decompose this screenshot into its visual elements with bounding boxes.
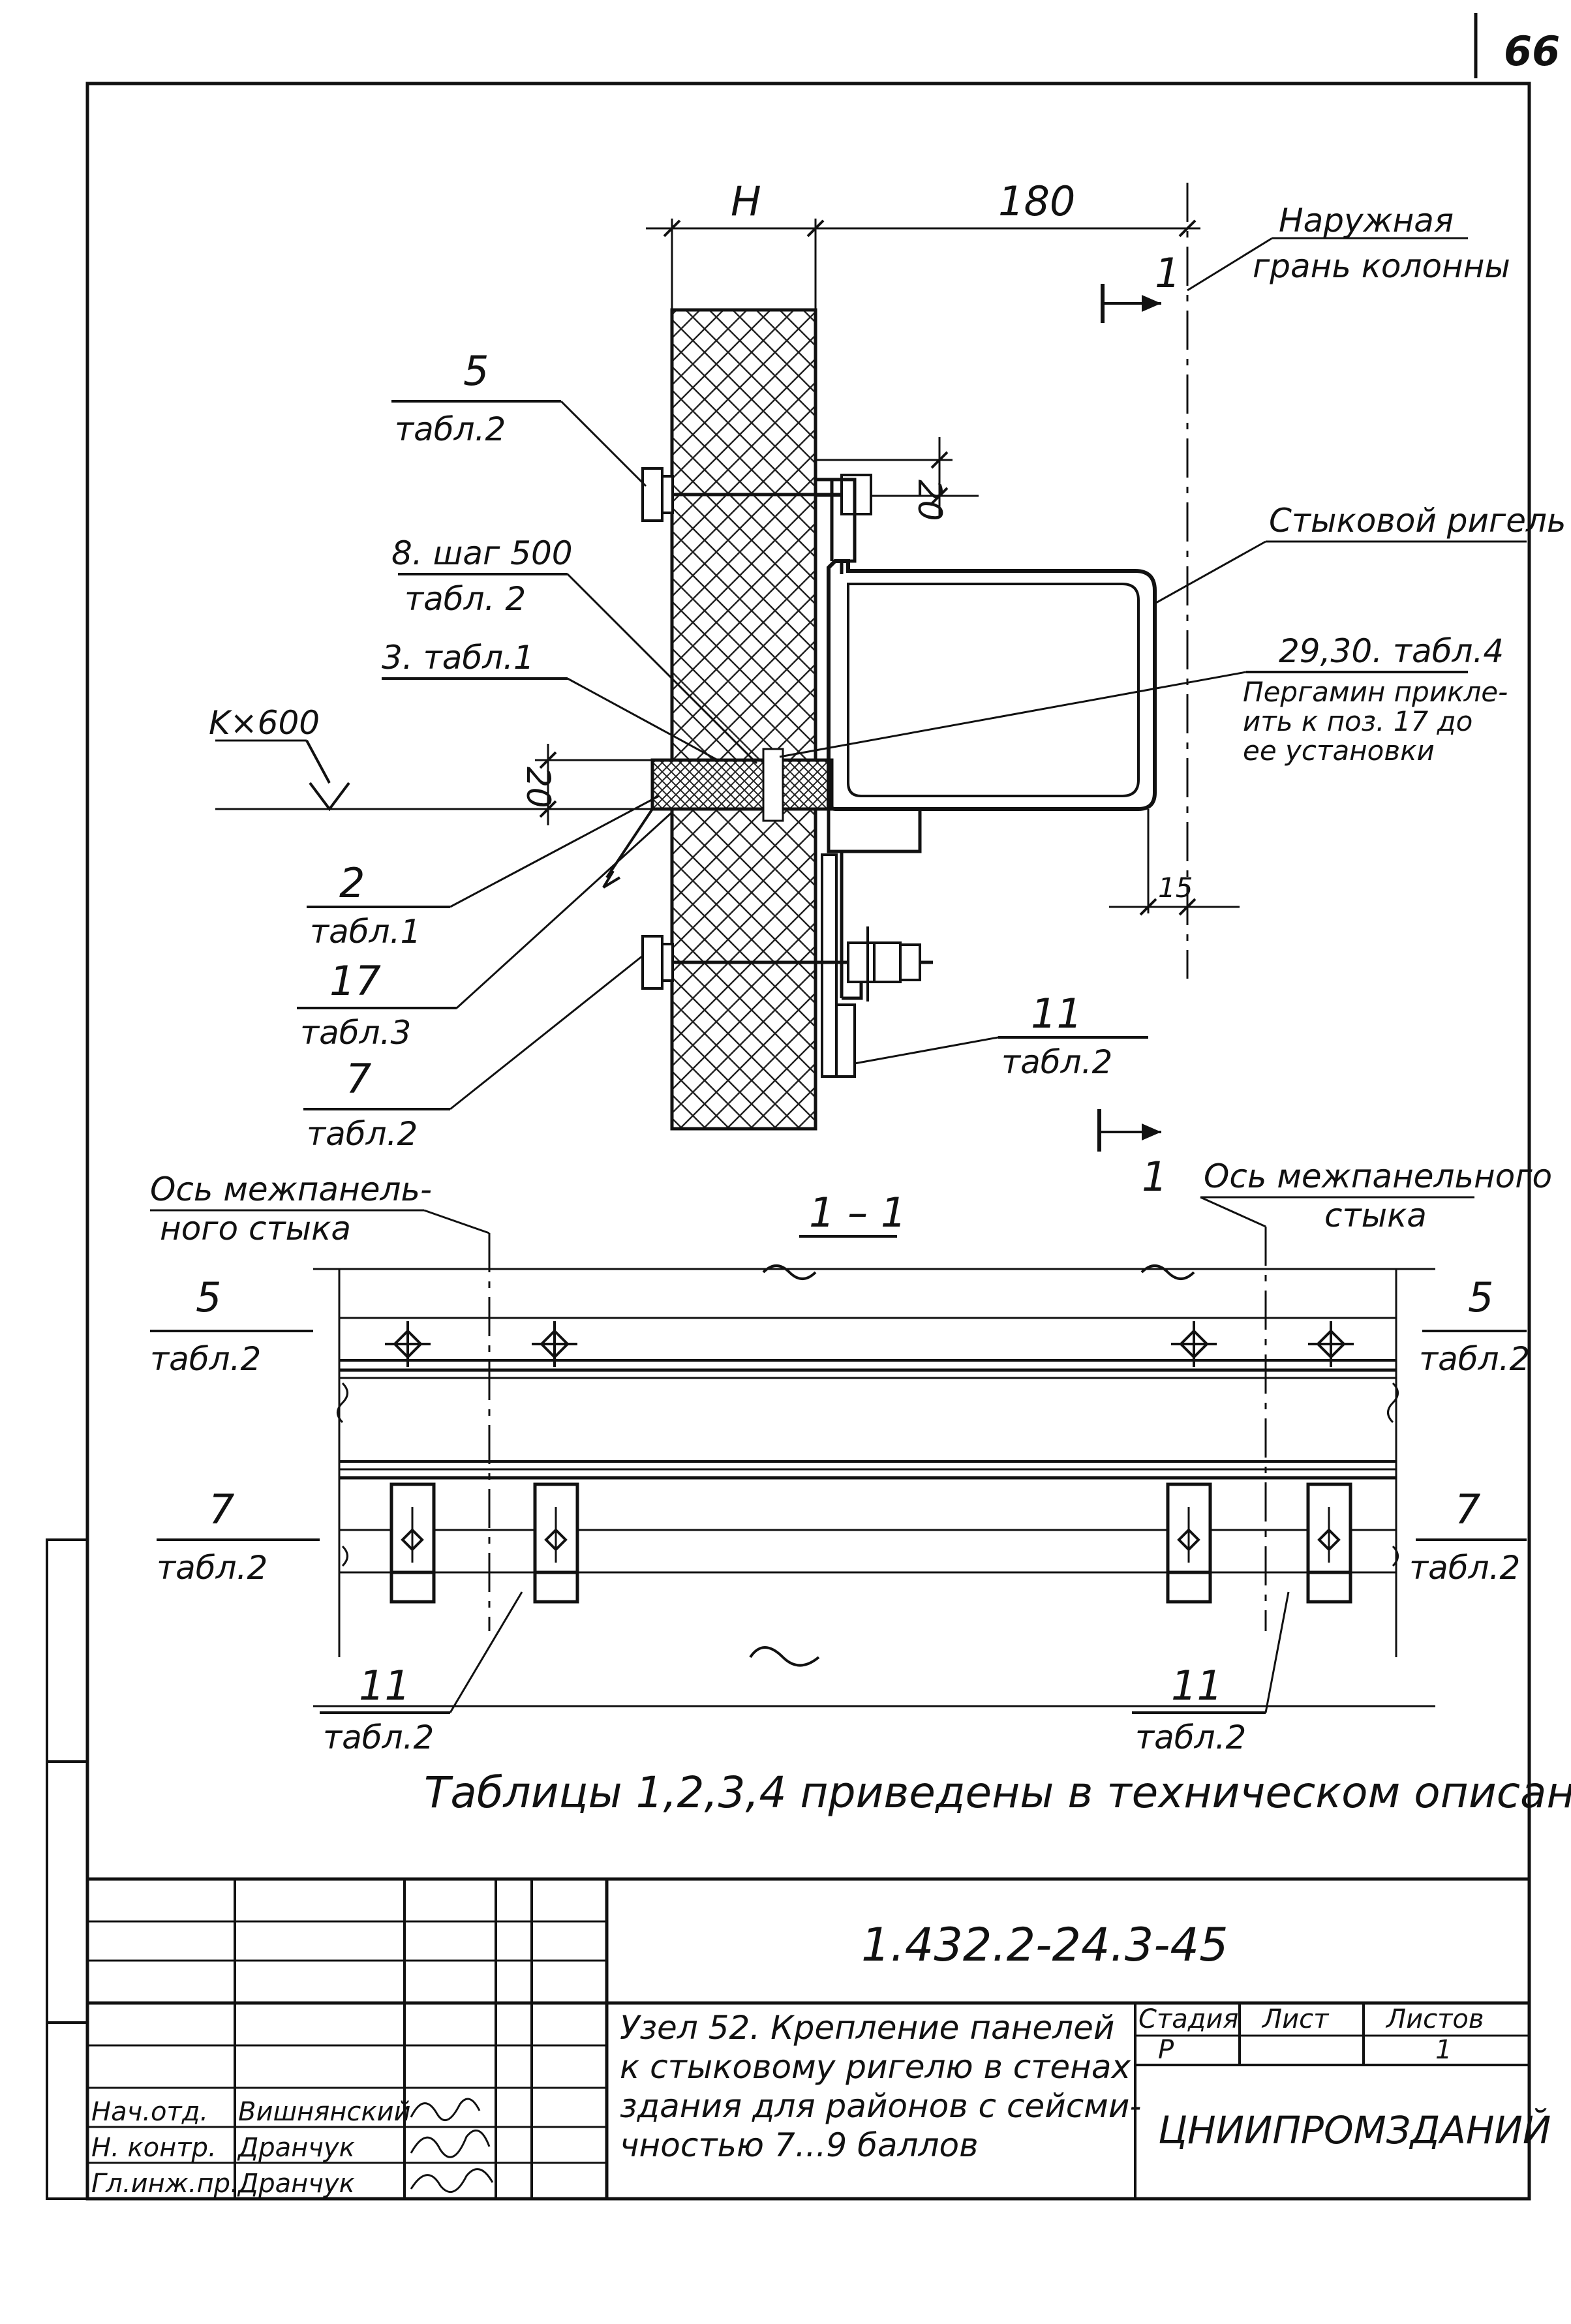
joint-beam-label: Стыковой ригель <box>1269 502 1566 540</box>
section-title: 1 – 1 <box>809 1189 906 1236</box>
callout-7-num: 7 <box>346 1055 371 1103</box>
callout-2-num: 2 <box>339 859 365 907</box>
title-desc-1: Узел 52. Крепление панелей <box>620 2009 1114 2047</box>
section-right-7-num: 7 <box>1455 1486 1480 1533</box>
plate-lower <box>821 853 856 1078</box>
axis-left-label-2: ного стыка <box>160 1210 351 1247</box>
section-bolt <box>532 1321 577 1367</box>
section-left-5-tab: табл.2 <box>150 1340 261 1378</box>
axis-right-label-2: стыка <box>1324 1197 1427 1234</box>
node-detail: H 180 Наружная грань колонны 1 20 <box>209 177 1566 1200</box>
callout-5-num: 5 <box>463 347 489 395</box>
dim-20-mid: 20 <box>519 767 557 808</box>
callout-17-tab: табл.3 <box>300 1014 411 1052</box>
tables-note: Таблицы 1,2,3,4 приведены в техническом … <box>424 1767 1571 1818</box>
signatures <box>410 2098 494 2193</box>
section-left-11-num: 11 <box>359 1662 410 1709</box>
page-number: 66 <box>1504 27 1560 75</box>
stage-value: Р <box>1158 2035 1174 2065</box>
section-clip <box>533 1482 579 1604</box>
role-1: Нач.отд. <box>91 2097 208 2127</box>
section-mark-top: 1 <box>1155 249 1180 297</box>
stage-header: Стадия <box>1138 2004 1238 2034</box>
dim-20-top: 20 <box>911 480 949 521</box>
section-bolt <box>1308 1321 1354 1367</box>
axis-right-label-1: Ось межпанельного <box>1204 1157 1552 1195</box>
callout-29-note-1: Пергамин прикле- <box>1243 676 1508 708</box>
section-bolt <box>385 1321 431 1367</box>
level-mark: K×600 <box>209 704 320 742</box>
callout-17-num: 17 <box>329 957 381 1005</box>
section-left-11-tab: табл.2 <box>323 1719 434 1756</box>
callout-11-tab: табл.2 <box>1001 1043 1112 1081</box>
role-1-name: Вишнянский <box>238 2097 411 2127</box>
role-3-name: Дранчук <box>237 2169 355 2199</box>
section-clip <box>1306 1482 1352 1604</box>
section-left-5-num: 5 <box>196 1274 221 1321</box>
callout-29-note-2: ить к поз. 17 до <box>1243 705 1472 737</box>
role-2: Н. контр. <box>91 2133 217 2163</box>
organization: ЦНИИПРОМЗДАНИЙ <box>1158 2107 1551 2152</box>
title-desc-2: к стыковому ригелю в стенах <box>620 2048 1131 2086</box>
wall-panel-lower <box>670 807 817 1131</box>
role-2-name: Дранчук <box>237 2133 355 2163</box>
outer-face-label-1: Наружная <box>1279 202 1454 239</box>
callout-7-tab: табл.2 <box>307 1115 418 1153</box>
section-right-11-num: 11 <box>1171 1662 1223 1709</box>
bolt-lower <box>641 926 933 1001</box>
section-right-7-tab: табл.2 <box>1409 1549 1520 1587</box>
section-bolt <box>1171 1321 1217 1367</box>
callout-8-num: 8. шаг 500 <box>391 534 573 572</box>
section-left-7-tab: табл.2 <box>157 1549 267 1587</box>
callout-5-tab: табл.2 <box>395 410 506 448</box>
dim-180: 180 <box>998 177 1075 225</box>
dim-h: H <box>731 177 761 225</box>
sheets-value: 1 <box>1435 2035 1452 2065</box>
title-desc-3: здания для районов с сейсми- <box>620 2087 1141 2125</box>
section-right-5-num: 5 <box>1468 1274 1493 1321</box>
section-clip <box>1166 1482 1212 1604</box>
callout-11-num: 11 <box>1031 990 1082 1037</box>
outer-face-label-2: грань колонны <box>1253 247 1510 285</box>
section-right-5-tab: табл.2 <box>1419 1340 1530 1378</box>
document-code: 1.432.2-24.3-45 <box>861 1918 1228 1972</box>
joint-seal <box>650 758 834 811</box>
title-block <box>87 1877 1529 2199</box>
sheets-header: Листов <box>1385 2004 1484 2034</box>
callout-29-note-3: ее установки <box>1243 735 1435 767</box>
sheet-header: Лист <box>1261 2004 1330 2034</box>
callout-29: 29,30. табл.4 <box>1279 632 1504 670</box>
title-desc-4: чностью 7...9 баллов <box>620 2126 979 2164</box>
callout-8-tab: табл. 2 <box>404 580 526 618</box>
section-clip <box>389 1482 436 1604</box>
joint-beam <box>827 559 1157 811</box>
section-1-1: 1 – 1 Ось межпанель- ного стыка Ось межп… <box>150 1157 1552 1756</box>
section-right-11-tab: табл.2 <box>1135 1719 1246 1756</box>
callout-2-tab: табл.1 <box>310 913 421 951</box>
axis-left-label-1: Ось межпанель- <box>150 1170 432 1208</box>
frame-border <box>85 82 1531 2201</box>
section-mark-bottom: 1 <box>1142 1153 1167 1200</box>
wall-panel-upper <box>670 308 817 762</box>
dim-15: 15 <box>1158 872 1193 904</box>
binding-strip <box>46 1538 89 2200</box>
role-3: Гл.инж.пр. <box>91 2169 239 2199</box>
angle-bracket-upper <box>816 478 857 574</box>
callout-3: 3. табл.1 <box>382 639 534 677</box>
section-left-7-num: 7 <box>209 1486 234 1533</box>
